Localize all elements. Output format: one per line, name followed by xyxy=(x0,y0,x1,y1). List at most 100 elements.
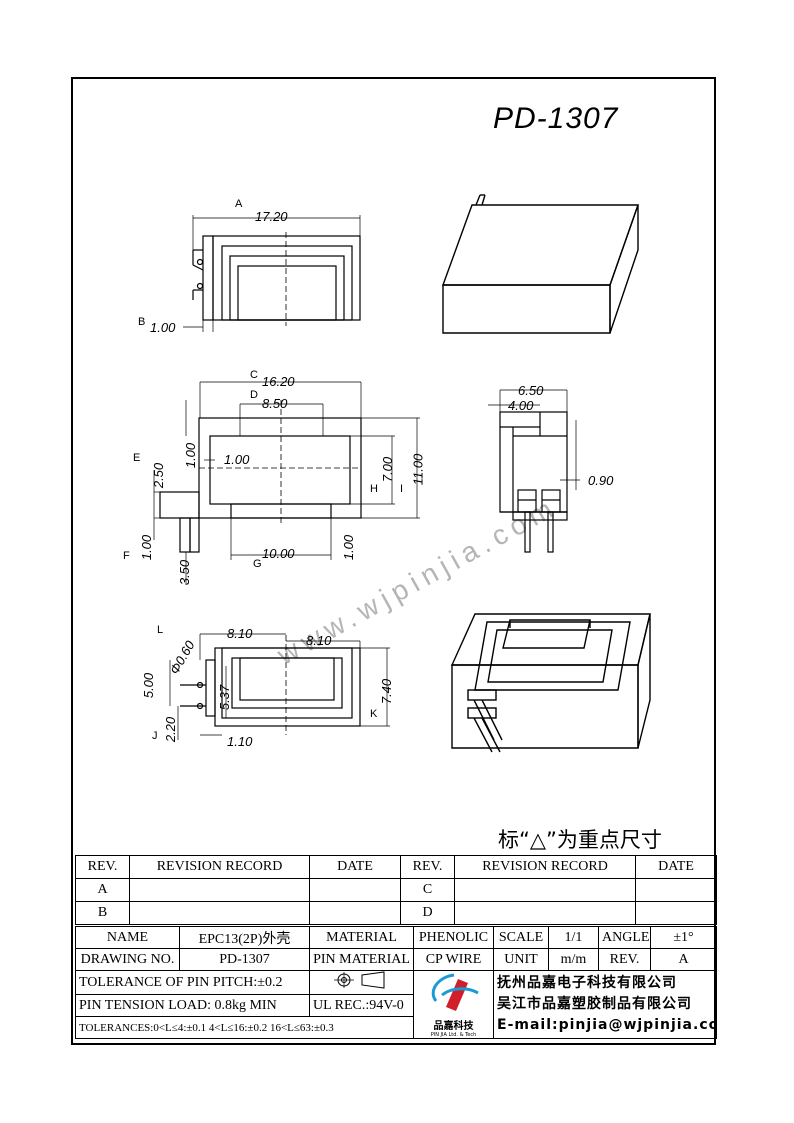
logo-cell: 品嘉科技 PIN JIA Ltd. & Tech xyxy=(413,970,494,1039)
key-dimension-note: 标“△”为重点尺寸 xyxy=(498,828,662,852)
callout-i-icon: I xyxy=(400,483,404,495)
dim-bot-off: 1.10 xyxy=(227,734,253,749)
dim-front-pin: 3.50 xyxy=(177,559,193,586)
material-label: MATERIAL xyxy=(309,926,414,949)
bottom-view xyxy=(169,633,390,740)
date-cell xyxy=(635,878,717,902)
projection-symbol-icon xyxy=(333,971,384,989)
dim-side-w1: 6.50 xyxy=(518,383,544,398)
dim-bot-w1: 8.10 xyxy=(227,626,253,641)
dim-front-inner: 8.50 xyxy=(262,396,288,411)
dim-front-width: 16.20 xyxy=(262,374,295,389)
tolerance-pitch: TOLERANCE OF PIN PITCH:±0.2 xyxy=(75,970,310,995)
table-row: A C xyxy=(75,878,717,902)
projection-symbol-cell xyxy=(309,970,414,995)
drawing-no-label: DRAWING NO. xyxy=(75,948,180,971)
scale-value: 1/1 xyxy=(548,926,599,949)
date-cell xyxy=(309,901,401,925)
rev-cell: D xyxy=(400,901,455,925)
rev-header-2: REV. xyxy=(400,855,455,879)
callout-b-icon: B xyxy=(138,316,146,328)
pin-material-label: PIN MATERIAL xyxy=(309,948,414,971)
dim-front-h1: 7.00 xyxy=(380,456,396,483)
date-header-2: DATE xyxy=(635,855,717,879)
company-logo-icon xyxy=(431,973,479,1011)
tolerances: TOLERANCES:0<L≤4:±0.1 4<L≤16:±0.2 16<L≤6… xyxy=(75,1016,414,1039)
drawing-title: PD-1307 xyxy=(493,102,619,135)
record-cell xyxy=(129,878,310,902)
company-name-1: 抚州品嘉电子科技有限公司 xyxy=(497,975,677,991)
revision-table: REV. REVISION RECORD DATE REV. REVISION … xyxy=(75,855,717,925)
unit-label: UNIT xyxy=(493,948,549,971)
callout-f-icon: F xyxy=(123,550,130,562)
revision-record-header-2: REVISION RECORD xyxy=(454,855,636,879)
date-header: DATE xyxy=(309,855,401,879)
company-email: E-mail:pinjia@wjpinjia.com xyxy=(497,1017,717,1033)
dim-top-width: 17.20 xyxy=(255,209,288,224)
table-row: B D xyxy=(75,901,717,925)
name-value: EPC13(2P)外壳 xyxy=(179,926,310,949)
logo-subtext: PIN JIA Ltd. & Tech xyxy=(430,1032,477,1038)
callout-c-icon: C xyxy=(250,369,258,381)
revision-header-row: REV. REVISION RECORD DATE REV. REVISION … xyxy=(75,855,717,879)
logo-text: 品嘉科技 xyxy=(433,1021,474,1032)
side-view xyxy=(488,389,580,553)
ul-rec: UL REC.:94V-0 xyxy=(309,994,414,1017)
company-info: 抚州品嘉电子科技有限公司 吴江市品嘉塑胶制品有限公司 E-mail:pinjia… xyxy=(493,970,717,1039)
callout-d-icon: D xyxy=(250,389,258,401)
company-name-2: 吴江市品嘉塑胶制品有限公司 xyxy=(497,996,692,1012)
title-row-5: TOLERANCES:0<L≤4:±0.1 4<L≤16:±0.2 16<L≤6… xyxy=(75,1016,717,1039)
angle-label: ANGLE xyxy=(598,926,651,949)
dim-bot-h2: 5.37 xyxy=(217,684,233,711)
material-value: PHENOLIC xyxy=(413,926,494,949)
angle-value: ±1° xyxy=(650,926,717,949)
front-view xyxy=(153,381,420,585)
title-row-1: NAME EPC13(2P)外壳 MATERIAL PHENOLIC SCALE… xyxy=(75,926,717,949)
rev-cell: B xyxy=(75,901,130,925)
title-row-2: DRAWING NO. PD-1307 PIN MATERIAL CP WIRE… xyxy=(75,948,717,971)
dim-front-side: 1.00 xyxy=(224,452,250,467)
title-row-3: TOLERANCE OF PIN PITCH:±0.2 品嘉科技 PIN JIA… xyxy=(75,970,717,1039)
drawing-frame xyxy=(71,77,716,1045)
rev-cell: A xyxy=(75,878,130,902)
pin-material-value: CP WIRE xyxy=(413,948,494,971)
isometric-view-top xyxy=(442,194,639,334)
callout-a-icon: A xyxy=(235,198,243,210)
title-row-4: PIN TENSION LOAD: 0.8kg MIN UL REC.:94V-… xyxy=(75,994,717,1017)
drawing-no-value: PD-1307 xyxy=(179,948,310,971)
dim-front-bottom: 10.00 xyxy=(262,546,295,561)
rev-header: REV. xyxy=(75,855,130,879)
dim-bot-w2: 8.10 xyxy=(306,633,332,648)
scale-label: SCALE xyxy=(493,926,549,949)
record-cell xyxy=(454,901,636,925)
rev-value: A xyxy=(650,948,717,971)
date-cell xyxy=(309,878,401,902)
record-cell xyxy=(454,878,636,902)
pin-tension: PIN TENSION LOAD: 0.8kg MIN xyxy=(75,994,310,1017)
dim-bot-h1: 5.00 xyxy=(141,672,157,699)
dim-bot-h3: 2.20 xyxy=(163,716,179,743)
name-label: NAME xyxy=(75,926,180,949)
rev-cell: C xyxy=(400,878,455,902)
dim-front-bot-left: 1.00 xyxy=(139,534,155,561)
callout-e-icon: E xyxy=(133,452,141,464)
callout-k-icon: K xyxy=(370,708,378,720)
dim-front-top: 1.00 xyxy=(183,442,199,469)
record-cell xyxy=(129,901,310,925)
top-view xyxy=(183,215,361,332)
dim-bot-h4: 7.40 xyxy=(379,678,395,705)
callout-j-icon: J xyxy=(152,730,158,742)
unit-value: m/m xyxy=(548,948,599,971)
dim-side-w2: 4.00 xyxy=(508,398,534,413)
title-block-table: NAME EPC13(2P)外壳 MATERIAL PHENOLIC SCALE… xyxy=(75,926,717,1039)
callout-l-icon: L xyxy=(157,624,164,636)
dim-top-offset: 1.00 xyxy=(150,320,176,335)
revision-record-header: REVISION RECORD xyxy=(129,855,310,879)
rev-label: REV. xyxy=(598,948,651,971)
dim-front-bot-right: 1.00 xyxy=(341,534,357,561)
isometric-view-bottom xyxy=(450,613,651,753)
date-cell xyxy=(635,901,717,925)
dim-side-pin: 0.90 xyxy=(588,473,614,488)
callout-h-icon: H xyxy=(370,483,378,495)
